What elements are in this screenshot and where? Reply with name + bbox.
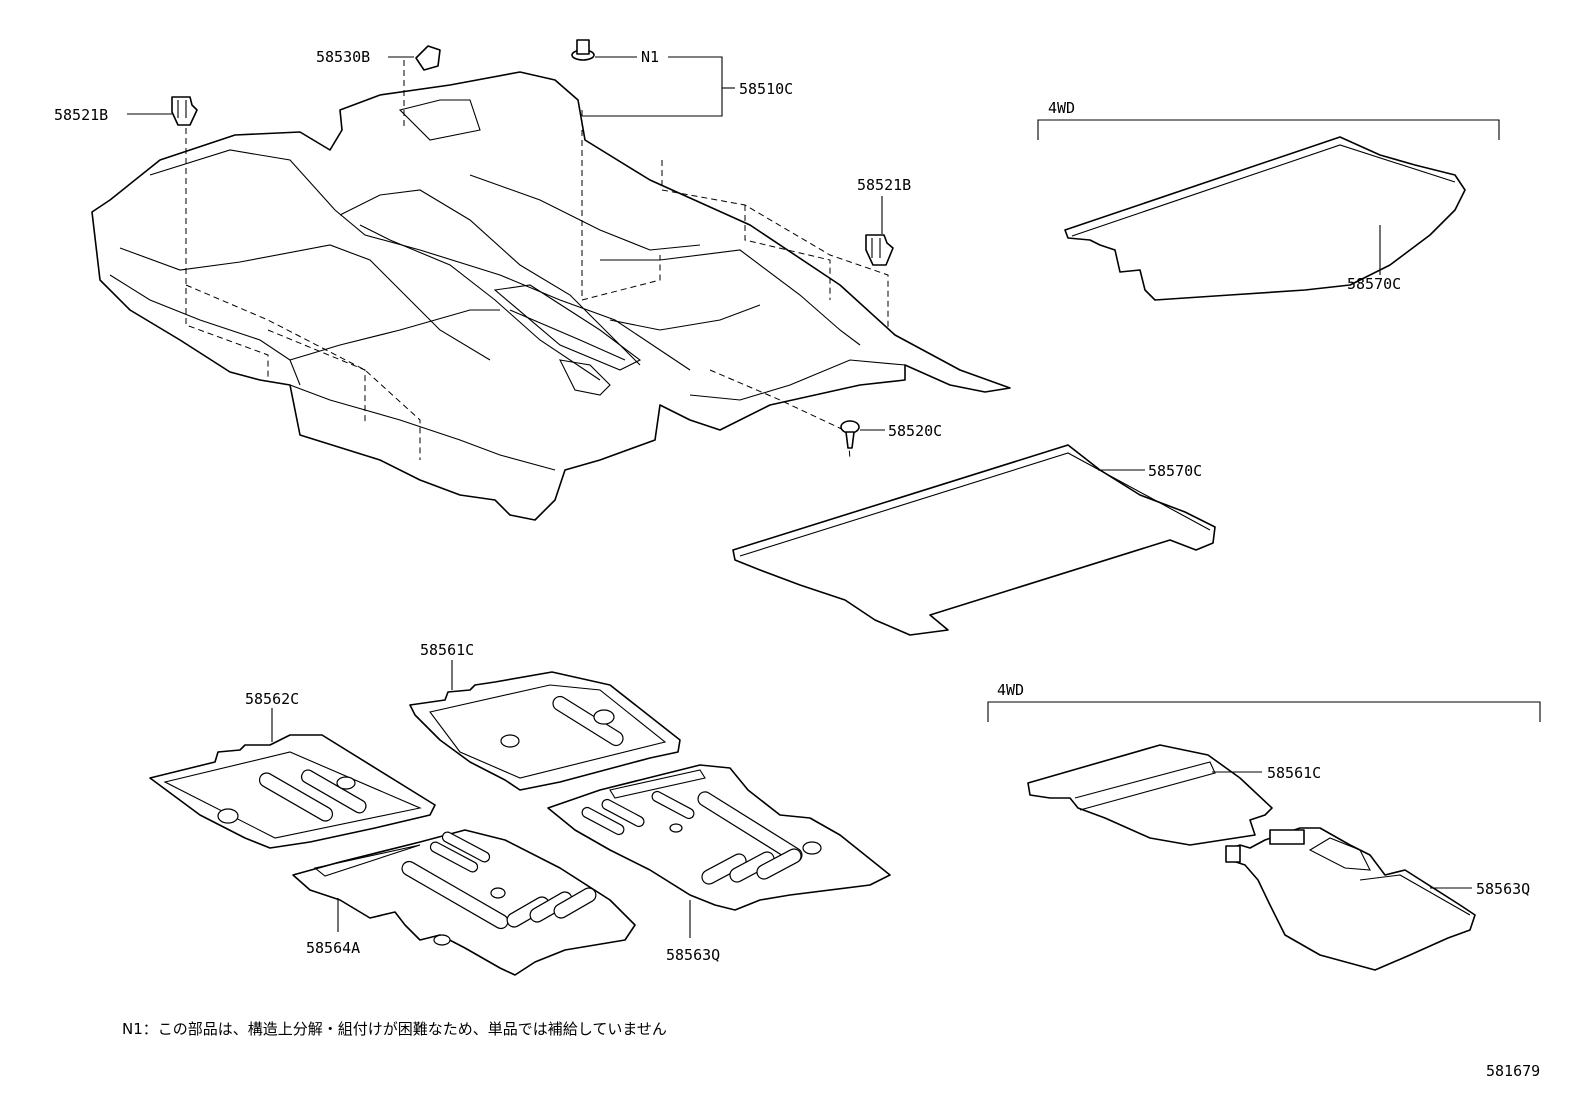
carpet-contour [289, 384, 556, 471]
floor-mat-58564A [292, 829, 636, 976]
cargo-mat-58570C-lower [732, 444, 1216, 636]
label-58562C: 58562C [245, 690, 299, 708]
carpet-contour [398, 99, 481, 141]
mat-edge [1359, 874, 1471, 916]
label-58563Q-4wd: 58563Q [1476, 880, 1530, 898]
label-58563Q: 58563Q [666, 946, 720, 964]
carpet-contour [289, 309, 500, 361]
floor-mat-58563Q-4wd [1227, 827, 1476, 971]
carpet-contour [559, 359, 611, 396]
guide-line [185, 284, 421, 460]
carpet-contour [109, 274, 301, 386]
clip-n1-icon [571, 39, 595, 61]
group-4wd-bottom [987, 701, 1541, 971]
carpet-contour [469, 174, 701, 251]
leader [582, 56, 723, 117]
label-58510C: 58510C [739, 80, 793, 98]
label-58521B-left: 58521B [54, 106, 108, 124]
retainer-58530B-icon [415, 45, 441, 71]
mat-edge [1074, 761, 1216, 811]
carpet-contour [119, 244, 491, 361]
mat-edge [1308, 837, 1371, 871]
carpet-contour [609, 304, 761, 331]
label-58520C: 58520C [888, 422, 942, 440]
floor-mat-58563Q [547, 764, 891, 938]
label-n1: N1 [641, 48, 659, 66]
mat-clip [1225, 845, 1241, 863]
footnote: N1：この部品は、構造上分解・組付けが困難なため、単品では補給していません [122, 1020, 667, 1038]
carpet-contour [493, 284, 642, 371]
part-labels: 58530B N1 58510C 58521B 58521B 58520C 58… [54, 48, 1530, 964]
tunnel-contour [339, 189, 641, 366]
cargo-mat-58570C-upper [1064, 136, 1466, 301]
leader-lines [127, 56, 885, 431]
label-4wd-top: 4WD [1048, 99, 1075, 117]
mat-edge [1071, 144, 1456, 237]
carpet-contour [689, 359, 906, 401]
floor-mats [149, 660, 891, 976]
bracket-4wd-bottom [987, 701, 1541, 722]
label-58561C: 58561C [420, 641, 474, 659]
guide-line [661, 160, 889, 330]
label-4wd-bottom: 4WD [997, 681, 1024, 699]
mat-clip [1269, 829, 1305, 845]
label-58570C-lower: 58570C [1148, 462, 1202, 480]
carpet-contour [149, 149, 691, 371]
screw-58520C-icon [840, 420, 860, 449]
bracket-4wd-top [1037, 119, 1500, 140]
clip-58521B-left-icon [171, 96, 198, 126]
floor-mat-58561C-4wd [1027, 744, 1273, 846]
guide-line [267, 329, 366, 425]
floor-carpet-assembly [91, 71, 1011, 521]
fasteners [171, 39, 894, 449]
floor-mat-58561C [409, 660, 681, 791]
guide-line [185, 128, 269, 380]
label-58570C-upper: 58570C [1347, 275, 1401, 293]
label-58561C-4wd: 58561C [1267, 764, 1321, 782]
clip-58521B-right-icon [865, 234, 894, 266]
label-58521B-right: 58521B [857, 176, 911, 194]
guide-line [744, 205, 831, 300]
guide-line [581, 110, 661, 301]
carpet-contour [509, 309, 626, 361]
mat-edge [739, 452, 1211, 557]
carpet-contour [600, 249, 861, 346]
label-58564A: 58564A [306, 939, 360, 957]
cargo-mat-lower [732, 444, 1216, 636]
group-4wd-top [1037, 119, 1500, 301]
diagram-code: 581679 [1486, 1062, 1541, 1080]
label-58530B: 58530B [316, 48, 370, 66]
floor-mat-58562C [149, 708, 436, 849]
tunnel-contour [359, 224, 601, 381]
